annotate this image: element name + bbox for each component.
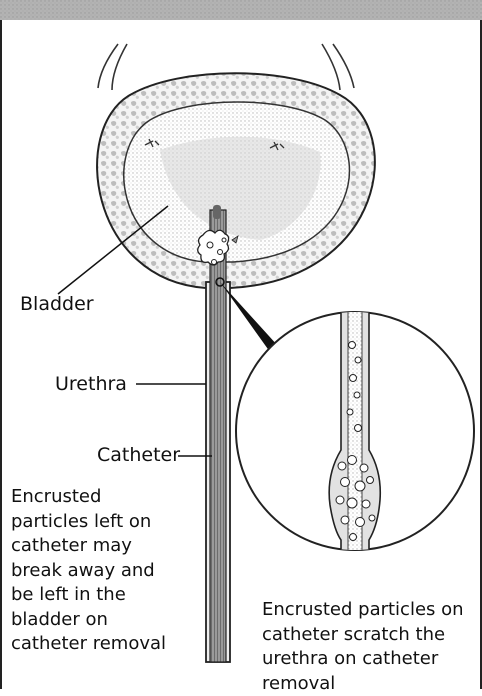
caption-left-line: bladder on: [11, 608, 166, 633]
caption-right-line: urethra on catheter: [262, 647, 464, 672]
label-urethra: Urethra: [55, 372, 127, 396]
label-bladder: Bladder: [20, 292, 94, 316]
caption-left-line: break away and: [11, 559, 166, 584]
caption-left-line: catheter removal: [11, 632, 166, 657]
caption-right-line: removal: [262, 672, 464, 696]
caption-right-line: catheter scratch the: [262, 623, 464, 648]
caption-right: Encrusted particles on catheter scratch …: [262, 598, 464, 696]
caption-left-line: catheter may: [11, 534, 166, 559]
caption-left-line: particles left on: [11, 510, 166, 535]
label-catheter: Catheter: [97, 443, 180, 467]
header-band-texture: [0, 0, 482, 20]
caption-left-line: be left in the: [11, 583, 166, 608]
magnified-view: [236, 300, 474, 560]
left-ureter-inner: [112, 44, 127, 90]
right-ureter-outer: [333, 44, 354, 88]
caption-left-line: Encrusted: [11, 485, 166, 510]
catheter-tip: [213, 205, 221, 219]
left-ureter-outer: [98, 44, 118, 88]
caption-left: Encrusted particles left on catheter may…: [11, 485, 166, 657]
caption-right-line: Encrusted particles on: [262, 598, 464, 623]
